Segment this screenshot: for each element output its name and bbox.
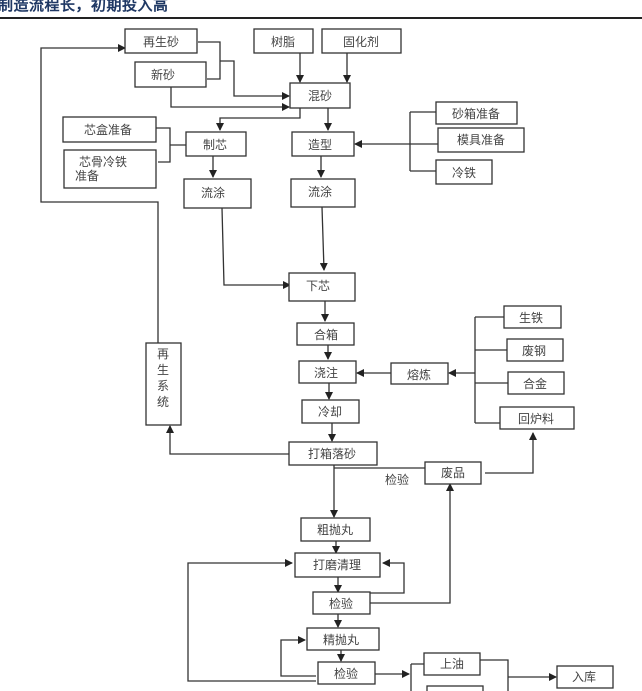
- arrow-inspection-2-to-fine-blast: [280, 636, 316, 677]
- node-alloy: 合金: [507, 371, 565, 395]
- arrow-mixing-to-core: [216, 108, 301, 131]
- arrow-regen-to-recycled-sand: [40, 44, 159, 360]
- node-closing: 合箱: [296, 322, 355, 346]
- svg-text:生铁: 生铁: [519, 311, 543, 325]
- node-cooling: 冷却: [301, 399, 360, 424]
- node-new-sand: 新砂: [134, 61, 207, 88]
- node-shakeout: 打箱落砂: [288, 441, 378, 466]
- page-title: 制造流程长，初期投入高: [0, 0, 169, 14]
- svg-text:打箱落砂: 打箱落砂: [308, 446, 356, 461]
- line-prep-bracket: [409, 111, 438, 172]
- node-fine-blast: 精抛丸: [306, 627, 380, 651]
- svg-text:浇注: 浇注: [314, 365, 338, 380]
- svg-text:下芯: 下芯: [306, 279, 330, 293]
- svg-text:芯骨冷铁: 芯骨冷铁: [79, 155, 127, 169]
- svg-text:入库: 入库: [572, 669, 596, 684]
- node-sand-mixing: 混砂: [289, 82, 351, 109]
- node-partially-visible: [426, 685, 484, 691]
- svg-text:砂箱准备: 砂箱准备: [452, 106, 500, 121]
- node-oiling: 上油: [423, 652, 481, 676]
- node-core-making: 制芯: [185, 131, 247, 157]
- node-scrap: 废品: [424, 461, 482, 485]
- node-pig-iron: 生铁: [503, 305, 562, 329]
- arrow-inspection-1-to-scrap: [370, 483, 454, 604]
- node-rough-blast: 粗抛丸: [300, 517, 371, 542]
- line-finishing-bracket: [410, 663, 424, 691]
- svg-text:检验: 检验: [334, 666, 358, 681]
- svg-text:固化剂: 固化剂: [343, 34, 379, 49]
- node-core-setting: 下芯: [288, 272, 356, 302]
- node-pouring: 浇注: [298, 360, 357, 384]
- label-inspection: 检验: [385, 472, 409, 487]
- svg-text:冷铁: 冷铁: [452, 166, 476, 180]
- node-chill: 冷铁: [435, 159, 493, 185]
- header: 制造流程长，初期投入高: [0, 0, 642, 16]
- svg-text:熔炼: 熔炼: [407, 367, 431, 382]
- node-coating-left: 流涂: [183, 178, 252, 209]
- arrow-coating-right-to-core-setting: [319, 206, 328, 271]
- node-core-box-prep: 芯盒准备: [62, 116, 157, 143]
- node-scrap-steel: 废钢: [506, 338, 564, 362]
- svg-text:混砂: 混砂: [308, 89, 332, 103]
- svg-text:回炉料: 回炉料: [518, 412, 554, 426]
- svg-text:流涂: 流涂: [201, 185, 225, 200]
- svg-text:新砂: 新砂: [151, 67, 175, 82]
- node-molding: 造型: [291, 131, 355, 157]
- line-raw-bracket: [474, 316, 508, 424]
- node-regeneration-system: 再 生 系 统: [145, 342, 182, 426]
- node-returns: 回炉料: [499, 406, 575, 430]
- svg-text:制芯: 制芯: [203, 138, 227, 152]
- svg-text:准备: 准备: [75, 169, 99, 183]
- svg-text:模具准备: 模具准备: [457, 133, 505, 147]
- svg-text:系: 系: [157, 379, 169, 393]
- svg-text:废品: 废品: [441, 465, 465, 480]
- svg-text:合箱: 合箱: [314, 327, 338, 342]
- node-warehouse: 入库: [556, 665, 614, 689]
- node-resin: 树脂: [253, 28, 314, 54]
- svg-text:合金: 合金: [523, 376, 547, 391]
- svg-text:检验: 检验: [329, 596, 353, 611]
- arrow-coating-left-to-core-setting: [221, 207, 291, 289]
- arrow-sand-to-mixing: [220, 60, 290, 100]
- arrow-inspection-1-to-grinding: [370, 559, 405, 594]
- node-pattern-prep: 模具准备: [437, 127, 525, 153]
- node-inspection-2: 检验: [317, 661, 376, 685]
- node-inspection-1: 检验: [312, 591, 371, 615]
- svg-text:再生砂: 再生砂: [143, 35, 179, 49]
- connectors: [40, 41, 557, 691]
- node-flask-prep: 砂箱准备: [435, 101, 518, 125]
- svg-text:冷却: 冷却: [318, 405, 342, 419]
- svg-text:造型: 造型: [308, 138, 332, 152]
- svg-text:统: 统: [157, 395, 169, 409]
- svg-text:芯盒准备: 芯盒准备: [84, 122, 132, 137]
- svg-text:废钢: 废钢: [522, 343, 546, 358]
- node-curing-agent: 固化剂: [321, 28, 402, 54]
- header-divider: [0, 17, 642, 19]
- svg-text:流涂: 流涂: [308, 184, 332, 199]
- svg-text:再: 再: [157, 347, 169, 361]
- node-grinding: 打磨清理: [294, 552, 381, 578]
- arrow-shakeout-to-regen: [166, 425, 289, 455]
- node-coating-right: 流涂: [290, 178, 356, 208]
- line-core-prep-bracket: [156, 127, 186, 163]
- arrow-inspection-2-to-grinding: [187, 559, 316, 682]
- arrow-scrap-to-returns: [485, 432, 537, 474]
- node-core-iron-prep: 芯骨冷铁 准备: [63, 149, 157, 189]
- svg-text:打磨清理: 打磨清理: [313, 558, 361, 572]
- svg-text:精抛丸: 精抛丸: [323, 632, 359, 647]
- node-melting: 熔炼: [390, 362, 449, 385]
- arrow-new-sand-to-mixing: [170, 87, 290, 111]
- svg-text:粗抛丸: 粗抛丸: [317, 522, 353, 537]
- svg-text:树脂: 树脂: [271, 34, 295, 49]
- svg-text:生: 生: [157, 363, 169, 377]
- line-oiling-out: [480, 659, 509, 691]
- svg-text:上油: 上油: [440, 657, 464, 671]
- node-recycled-sand: 再生砂: [124, 28, 198, 54]
